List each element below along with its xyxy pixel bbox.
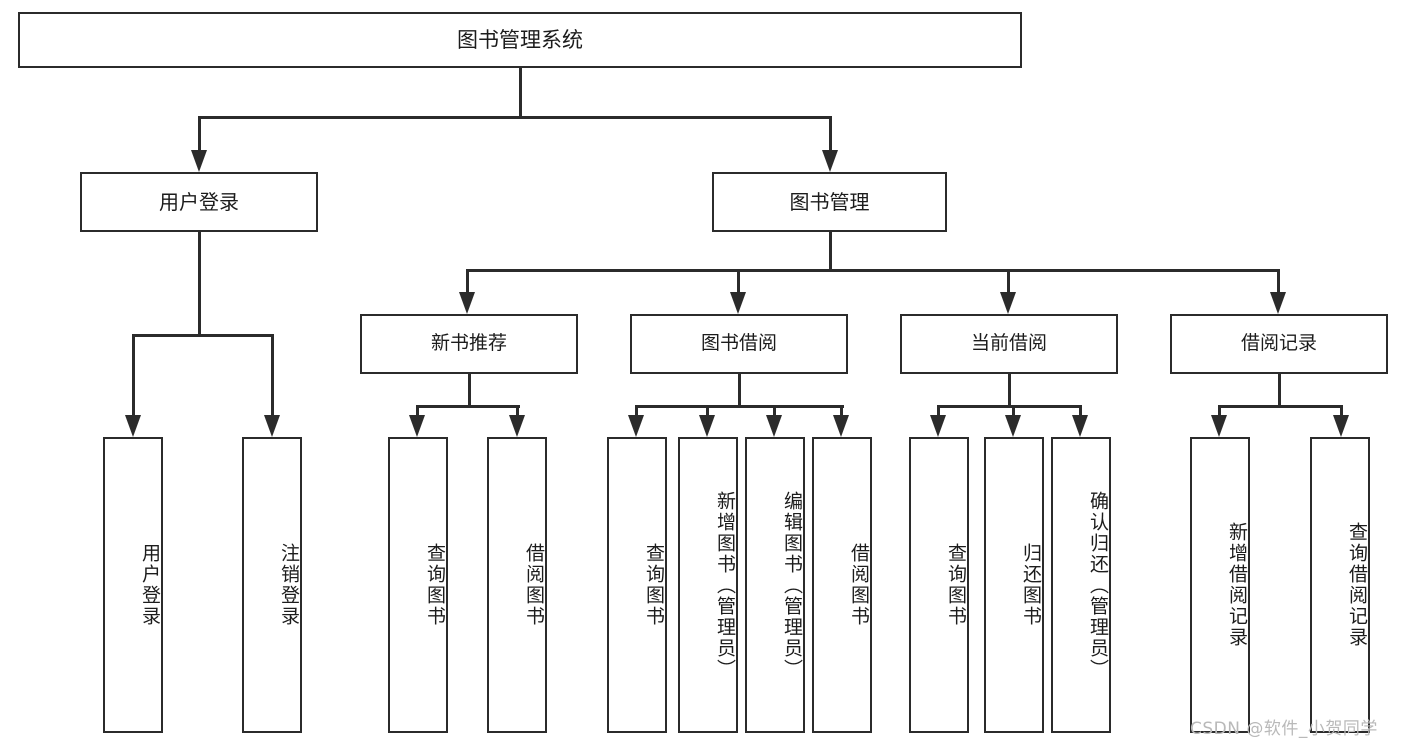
connector-user-login-child-2 [271, 334, 274, 415]
connector-book-mgmt-bar [466, 269, 1278, 272]
connector-book-borrow-child-4 [840, 405, 843, 415]
arrow-root-to-book-mgmt [822, 150, 838, 172]
leaf-edit-book-admin-label: 编辑图书（管理员） [781, 490, 803, 680]
arrow-borrow-record-child-2 [1333, 415, 1349, 437]
connector-book-borrow-child-3 [773, 405, 776, 415]
leaf-query-book-current[interactable]: 查询图书 [909, 437, 969, 733]
leaf-confirm-return-admin-label: 确认归还（管理员） [1087, 490, 1109, 680]
leaf-return-book[interactable]: 归还图书 [984, 437, 1044, 733]
node-new-book-recommend-label: 新书推荐 [430, 332, 507, 355]
connector-user-login-stem [198, 232, 201, 336]
leaf-query-book-newbook[interactable]: 查询图书 [388, 437, 448, 733]
connector-book-mgmt-child-4 [1277, 269, 1280, 292]
arrow-book-mgmt-child-3 [1000, 292, 1016, 314]
connector-root-to-user-login [198, 116, 201, 150]
leaf-user-login[interactable]: 用户登录 [103, 437, 163, 733]
node-root-system-label: 图书管理系统 [457, 27, 583, 52]
arrow-current-borrow-child-1 [930, 415, 946, 437]
leaf-add-book-admin[interactable]: 新增图书（管理员） [678, 437, 738, 733]
connector-new-book-child-2 [516, 405, 519, 415]
connector-current-borrow-child-2 [1012, 405, 1015, 415]
connector-new-book-bar [416, 405, 520, 408]
node-user-login[interactable]: 用户登录 [80, 172, 318, 232]
node-current-borrow[interactable]: 当前借阅 [900, 314, 1118, 374]
connector-borrow-record-bar [1218, 405, 1342, 408]
connector-new-book-stem [468, 374, 471, 407]
node-book-management[interactable]: 图书管理 [712, 172, 947, 232]
leaf-query-book-current-label: 查询图书 [945, 543, 967, 627]
node-book-management-label: 图书管理 [789, 189, 870, 214]
leaf-borrow-book-label: 借阅图书 [848, 543, 870, 627]
connector-current-borrow-child-1 [937, 405, 940, 415]
node-user-login-label: 用户登录 [159, 189, 239, 214]
node-borrow-record[interactable]: 借阅记录 [1170, 314, 1388, 374]
arrow-book-borrow-child-1 [628, 415, 644, 437]
leaf-return-book-label: 归还图书 [1020, 543, 1042, 627]
leaf-query-borrow-record-label: 查询借阅记录 [1346, 522, 1368, 648]
connector-current-borrow-bar [937, 405, 1081, 408]
connector-root-to-book-mgmt [829, 116, 832, 150]
arrow-book-mgmt-child-2 [730, 292, 746, 314]
node-new-book-recommend[interactable]: 新书推荐 [360, 314, 578, 374]
leaf-confirm-return-admin[interactable]: 确认归还（管理员） [1051, 437, 1111, 733]
connector-new-book-child-1 [416, 405, 419, 415]
connector-book-mgmt-stem [829, 232, 832, 271]
leaf-add-borrow-record[interactable]: 新增借阅记录 [1190, 437, 1250, 733]
connector-borrow-record-child-1 [1218, 405, 1221, 415]
arrow-book-borrow-child-3 [766, 415, 782, 437]
connector-book-borrow-bar [635, 405, 844, 408]
node-borrow-record-label: 借阅记录 [1240, 332, 1317, 355]
arrow-user-login-child-2 [264, 415, 280, 437]
arrow-new-book-child-2 [509, 415, 525, 437]
connector-user-login-child-1 [132, 334, 135, 415]
leaf-add-book-admin-label: 新增图书（管理员） [714, 490, 736, 680]
leaf-borrow-book-newbook[interactable]: 借阅图书 [487, 437, 547, 733]
connector-current-borrow-child-3 [1079, 405, 1082, 415]
leaf-query-book-borrow-label: 查询图书 [643, 543, 665, 627]
arrow-current-borrow-child-3 [1072, 415, 1088, 437]
connector-user-login-bar [132, 334, 273, 337]
leaf-query-borrow-record[interactable]: 查询借阅记录 [1310, 437, 1370, 733]
arrow-user-login-child-1 [125, 415, 141, 437]
arrow-book-borrow-child-2 [699, 415, 715, 437]
connector-borrow-record-child-2 [1340, 405, 1343, 415]
node-root-system[interactable]: 图书管理系统 [18, 12, 1022, 68]
node-current-borrow-label: 当前借阅 [970, 332, 1047, 355]
arrow-current-borrow-child-2 [1005, 415, 1021, 437]
connector-book-mgmt-child-3 [1007, 269, 1010, 292]
leaf-query-book-newbook-label: 查询图书 [424, 543, 446, 627]
leaf-add-borrow-record-label: 新增借阅记录 [1226, 522, 1248, 648]
leaf-user-login-label: 用户登录 [139, 543, 161, 627]
arrow-new-book-child-1 [409, 415, 425, 437]
connector-root-stem [519, 68, 522, 118]
connector-root-bar [198, 116, 831, 119]
connector-book-borrow-stem [738, 374, 741, 407]
connector-borrow-record-stem [1278, 374, 1281, 407]
arrow-book-borrow-child-4 [833, 415, 849, 437]
arrow-book-mgmt-child-4 [1270, 292, 1286, 314]
arrow-root-to-user-login [191, 150, 207, 172]
connector-book-borrow-child-2 [706, 405, 709, 415]
connector-book-borrow-child-1 [635, 405, 638, 415]
csdn-watermark: CSDN @软件_小贺同学 [1190, 719, 1378, 739]
node-book-borrow[interactable]: 图书借阅 [630, 314, 848, 374]
connector-book-mgmt-child-2 [737, 269, 740, 292]
arrow-book-mgmt-child-1 [459, 292, 475, 314]
leaf-logout-label: 注销登录 [278, 543, 300, 627]
arrow-borrow-record-child-1 [1211, 415, 1227, 437]
leaf-edit-book-admin[interactable]: 编辑图书（管理员） [745, 437, 805, 733]
connector-book-mgmt-child-1 [466, 269, 469, 292]
leaf-borrow-book[interactable]: 借阅图书 [812, 437, 872, 733]
leaf-logout[interactable]: 注销登录 [242, 437, 302, 733]
leaf-query-book-borrow[interactable]: 查询图书 [607, 437, 667, 733]
node-book-borrow-label: 图书借阅 [700, 332, 777, 355]
leaf-borrow-book-newbook-label: 借阅图书 [523, 543, 545, 627]
connector-current-borrow-stem [1008, 374, 1011, 407]
